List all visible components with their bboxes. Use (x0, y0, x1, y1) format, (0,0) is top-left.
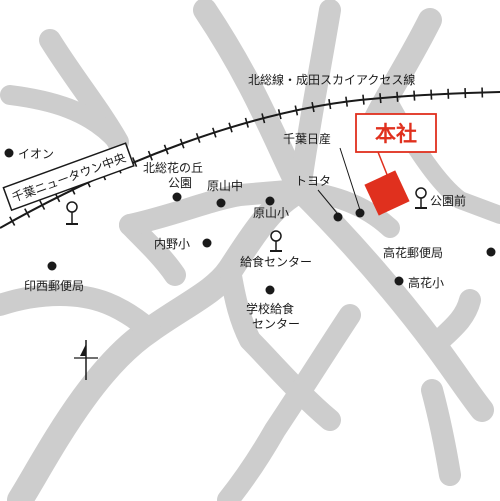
harayama-jhs-label: 原山中 (207, 178, 243, 193)
north-arrow-icon (74, 340, 98, 380)
toyota-leader (317, 189, 338, 214)
harayama-es-dot (265, 196, 275, 206)
chiba-nissan-dot (355, 208, 365, 218)
school-kyushoku-label-line1: 学校給食 (246, 301, 294, 316)
rail-tick (9, 216, 16, 226)
chiba-nissan-label: 千葉日産 (283, 131, 331, 146)
rail-tick (345, 96, 349, 107)
koen-mae-label: 公園前 (430, 193, 466, 208)
rail-tick (261, 113, 266, 124)
harayama-jhs-dot (216, 198, 226, 208)
takahana-post-label: 高花郵便局 (383, 245, 443, 260)
school-kyushoku-label-line2: センター (252, 317, 300, 331)
inzainishi-post-label: 印西郵便局 (24, 279, 84, 293)
aeon-label: イオン (18, 147, 54, 161)
toyota-dot (333, 212, 343, 222)
rail-tick (277, 109, 282, 120)
inzainishi-post-dot (47, 261, 57, 271)
kyushoku-center-label: 給食センター (240, 254, 312, 269)
rail-tick (430, 89, 433, 100)
rail-tick (228, 122, 233, 133)
school-kyushoku-dot (265, 285, 275, 295)
rail-tick (212, 127, 217, 138)
uchino-es-dot (202, 238, 212, 248)
rail-tick (163, 144, 169, 155)
rail-tick (294, 105, 299, 116)
rail-tick (328, 99, 332, 110)
park-label-line2: 公園 (168, 176, 192, 190)
rail-tick (39, 200, 46, 210)
uchino-es-label: 内野小 (154, 237, 190, 251)
rail-tick (244, 117, 249, 128)
park-label-line1: 北総花の丘 (143, 160, 203, 175)
rail-tick (195, 132, 201, 143)
headquarters-callout: 本社 (355, 113, 437, 178)
bus-stop-icon (66, 201, 78, 225)
rail-tick (24, 208, 31, 218)
rail-tick (362, 94, 365, 105)
rail-tick (311, 101, 315, 113)
harayama-es-label: 原山小 (253, 206, 289, 220)
aeon-dot (4, 148, 14, 158)
takahana-es-dot (394, 276, 404, 286)
koen-mae-bus-stop-icon (415, 187, 427, 209)
toyota-label: トヨタ (295, 174, 331, 188)
takahana-es-label: 高花小 (408, 275, 444, 290)
rail-tick (147, 150, 153, 161)
chiba-nissan-leader (339, 147, 361, 211)
rail-tick (131, 157, 138, 167)
railway-label: 北総線・成田スカイアクセス線 (248, 72, 415, 87)
headquarters-label: 本社 (375, 122, 417, 146)
headquarters-marker (364, 170, 410, 216)
park-dot (172, 192, 182, 202)
kyushoku-bus-stop-icon (270, 230, 282, 252)
rail-tick (379, 93, 382, 104)
rail-tick (413, 90, 416, 101)
takahana-post-dot (486, 247, 496, 257)
rail-tick (179, 138, 185, 149)
rail-tick (396, 91, 399, 102)
